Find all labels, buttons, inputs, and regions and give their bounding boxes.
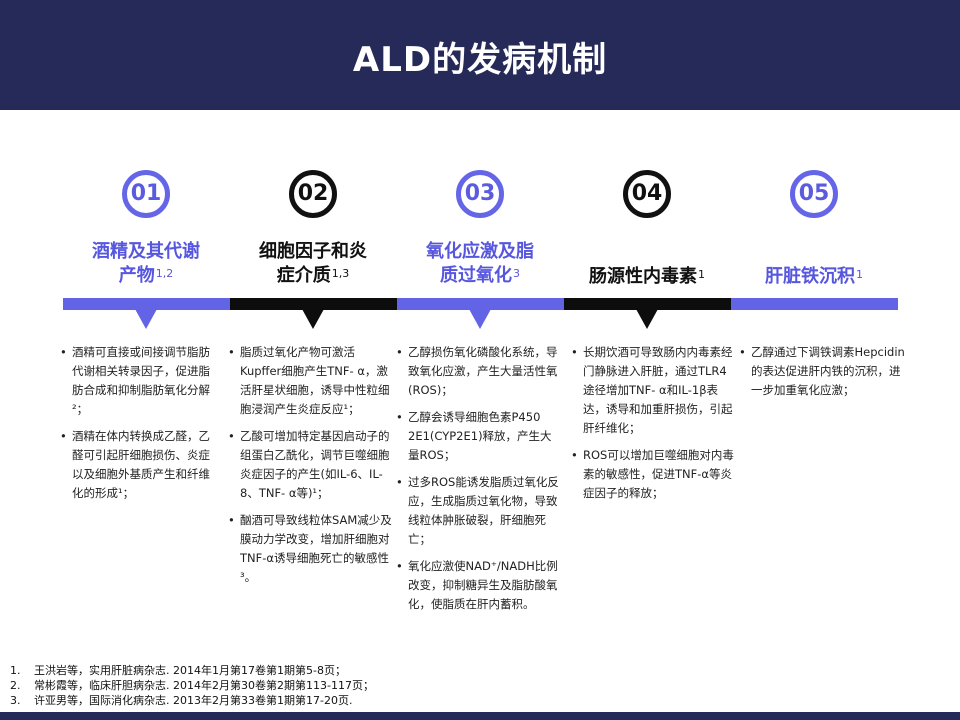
list-item: 酗酒可导致线粒体SAM减少及膜动力学改变，增加肝细胞对TNF-α诱导细胞死亡的敏… [228, 511, 394, 587]
timeline-segment-05 [731, 298, 898, 310]
list-item: 乙醇损伤氧化磷酸化系统，导致氧化应激，产生大量活性氧(ROS)； [396, 343, 562, 400]
step-number-01: 01 [122, 170, 170, 218]
step-title-02-ref: 1,3 [331, 267, 350, 280]
reference-item: 2. 常彬霞等，临床肝胆病杂志. 2014年2月第30卷第2期第113-117页； [10, 678, 374, 693]
references: 1. 王洪岩等，实用肝脏病杂志. 2014年1月第17卷第1期第5-8页； 2. 常… [10, 663, 374, 708]
step-number-02: 02 [289, 170, 337, 218]
pointer-04 [636, 309, 658, 329]
reference-number: 2. [10, 679, 21, 692]
step-title-01-line2: 产物 [118, 265, 155, 286]
reference-item: 1. 王洪岩等，实用肝脏病杂志. 2014年1月第17卷第1期第5-8页； [10, 663, 374, 678]
list-item: ROS可以增加巨噬细胞对内毒素的敏感性，促进TNF-α等炎症因子的释放； [571, 446, 737, 503]
timeline-segment-03 [397, 298, 564, 310]
list-item: 酒精可直接或间接调节脂肪代谢相关转录因子，促进脂肪合成和抑制脂肪氧化分解²； [60, 343, 220, 419]
timeline-segment-02 [230, 298, 397, 310]
step-04-bullets: 长期饮酒可导致肠内内毒素经门静脉进入肝脏，通过TLR4途径增加TNF- α和IL… [571, 343, 737, 511]
list-item: 长期饮酒可导致肠内内毒素经门静脉进入肝脏，通过TLR4途径增加TNF- α和IL… [571, 343, 737, 438]
timeline-segment-04 [564, 298, 731, 310]
reference-text: 许亚男等，国际消化病杂志. 2013年2月第33卷第1期第17-20页. [34, 694, 353, 707]
reference-item: 3. 许亚男等，国际消化病杂志. 2013年2月第33卷第1期第17-20页. [10, 693, 374, 708]
reference-text: 王洪岩等，实用肝脏病杂志. 2014年1月第17卷第1期第5-8页； [34, 664, 346, 677]
step-title-03-ref: 3 [513, 267, 520, 280]
list-item: 酒精在体内转换成乙醛，乙醛可引起肝细胞损伤、炎症以及细胞外基质产生和纤维化的形成… [60, 427, 220, 503]
step-title-03: 氧化应激及脂 质过氧化3 [397, 240, 563, 288]
step-number-05: 05 [790, 170, 838, 218]
step-title-05-line1: 肝脏铁沉积 [765, 266, 855, 287]
list-item: 乙酸可增加特定基因启动子的组蛋白乙酰化，调节巨噬细胞炎症因子的产生(如IL-6、… [228, 427, 394, 503]
timeline-segment-01 [63, 298, 230, 310]
pointer-03 [469, 309, 491, 329]
step-01-bullets: 酒精可直接或间接调节脂肪代谢相关转录因子，促进脂肪合成和抑制脂肪氧化分解²； 酒… [60, 343, 220, 511]
step-title-01-line1: 酒精及其代谢 [92, 241, 200, 262]
step-title-05: 肝脏铁沉积1 [731, 265, 897, 289]
footer-bar [0, 712, 960, 720]
reference-number: 3. [10, 694, 21, 707]
header-banner: ALD的发病机制 [0, 0, 960, 110]
step-title-04-line1: 肠源性内毒素 [589, 266, 697, 287]
step-number-03: 03 [456, 170, 504, 218]
list-item: 乙醇通过下调铁调素Hepcidin的表达促进肝内铁的沉积，进一步加重氧化应激； [739, 343, 905, 400]
list-item: 脂质过氧化产物可激活Kupffer细胞产生TNF- α，激活肝星状细胞，诱导中性… [228, 343, 394, 419]
pointer-01 [135, 309, 157, 329]
reference-text: 常彬霞等，临床肝胆病杂志. 2014年2月第30卷第2期第113-117页； [34, 679, 374, 692]
pointer-02 [302, 309, 324, 329]
list-item: 氧化应激使NAD⁺/NADH比例改变，抑制糖异生及脂肪酸氧化，使脂质在肝内蓄积。 [396, 557, 562, 614]
step-title-04: 肠源性内毒素1 [564, 265, 730, 289]
list-item: 乙醇会诱导细胞色素P450 2E1(CYP2E1)释放，产生大量ROS； [396, 408, 562, 465]
page-title: ALD的发病机制 [352, 40, 608, 80]
reference-number: 1. [10, 664, 21, 677]
step-03-bullets: 乙醇损伤氧化磷酸化系统，导致氧化应激，产生大量活性氧(ROS)； 乙醇会诱导细胞… [396, 343, 562, 622]
list-item: 过多ROS能诱发脂质过氧化反应，生成脂质过氧化物，导致线粒体肿胀破裂，肝细胞死亡… [396, 473, 562, 549]
step-title-02-line2: 症介质 [276, 265, 331, 286]
step-title-02-line1: 细胞因子和炎 [259, 241, 367, 262]
step-title-01: 酒精及其代谢 产物1,2 [63, 240, 229, 288]
step-title-01-ref: 1,2 [155, 267, 174, 280]
step-number-04: 04 [623, 170, 671, 218]
step-title-03-line1: 氧化应激及脂 [426, 241, 534, 262]
step-title-05-ref: 1 [856, 268, 863, 281]
step-02-bullets: 脂质过氧化产物可激活Kupffer细胞产生TNF- α，激活肝星状细胞，诱导中性… [228, 343, 394, 595]
step-title-03-line2: 质过氧化 [440, 265, 512, 286]
step-title-02: 细胞因子和炎 症介质1,3 [230, 240, 396, 288]
step-05-bullets: 乙醇通过下调铁调素Hepcidin的表达促进肝内铁的沉积，进一步加重氧化应激； [739, 343, 905, 408]
step-title-04-ref: 1 [698, 268, 705, 281]
